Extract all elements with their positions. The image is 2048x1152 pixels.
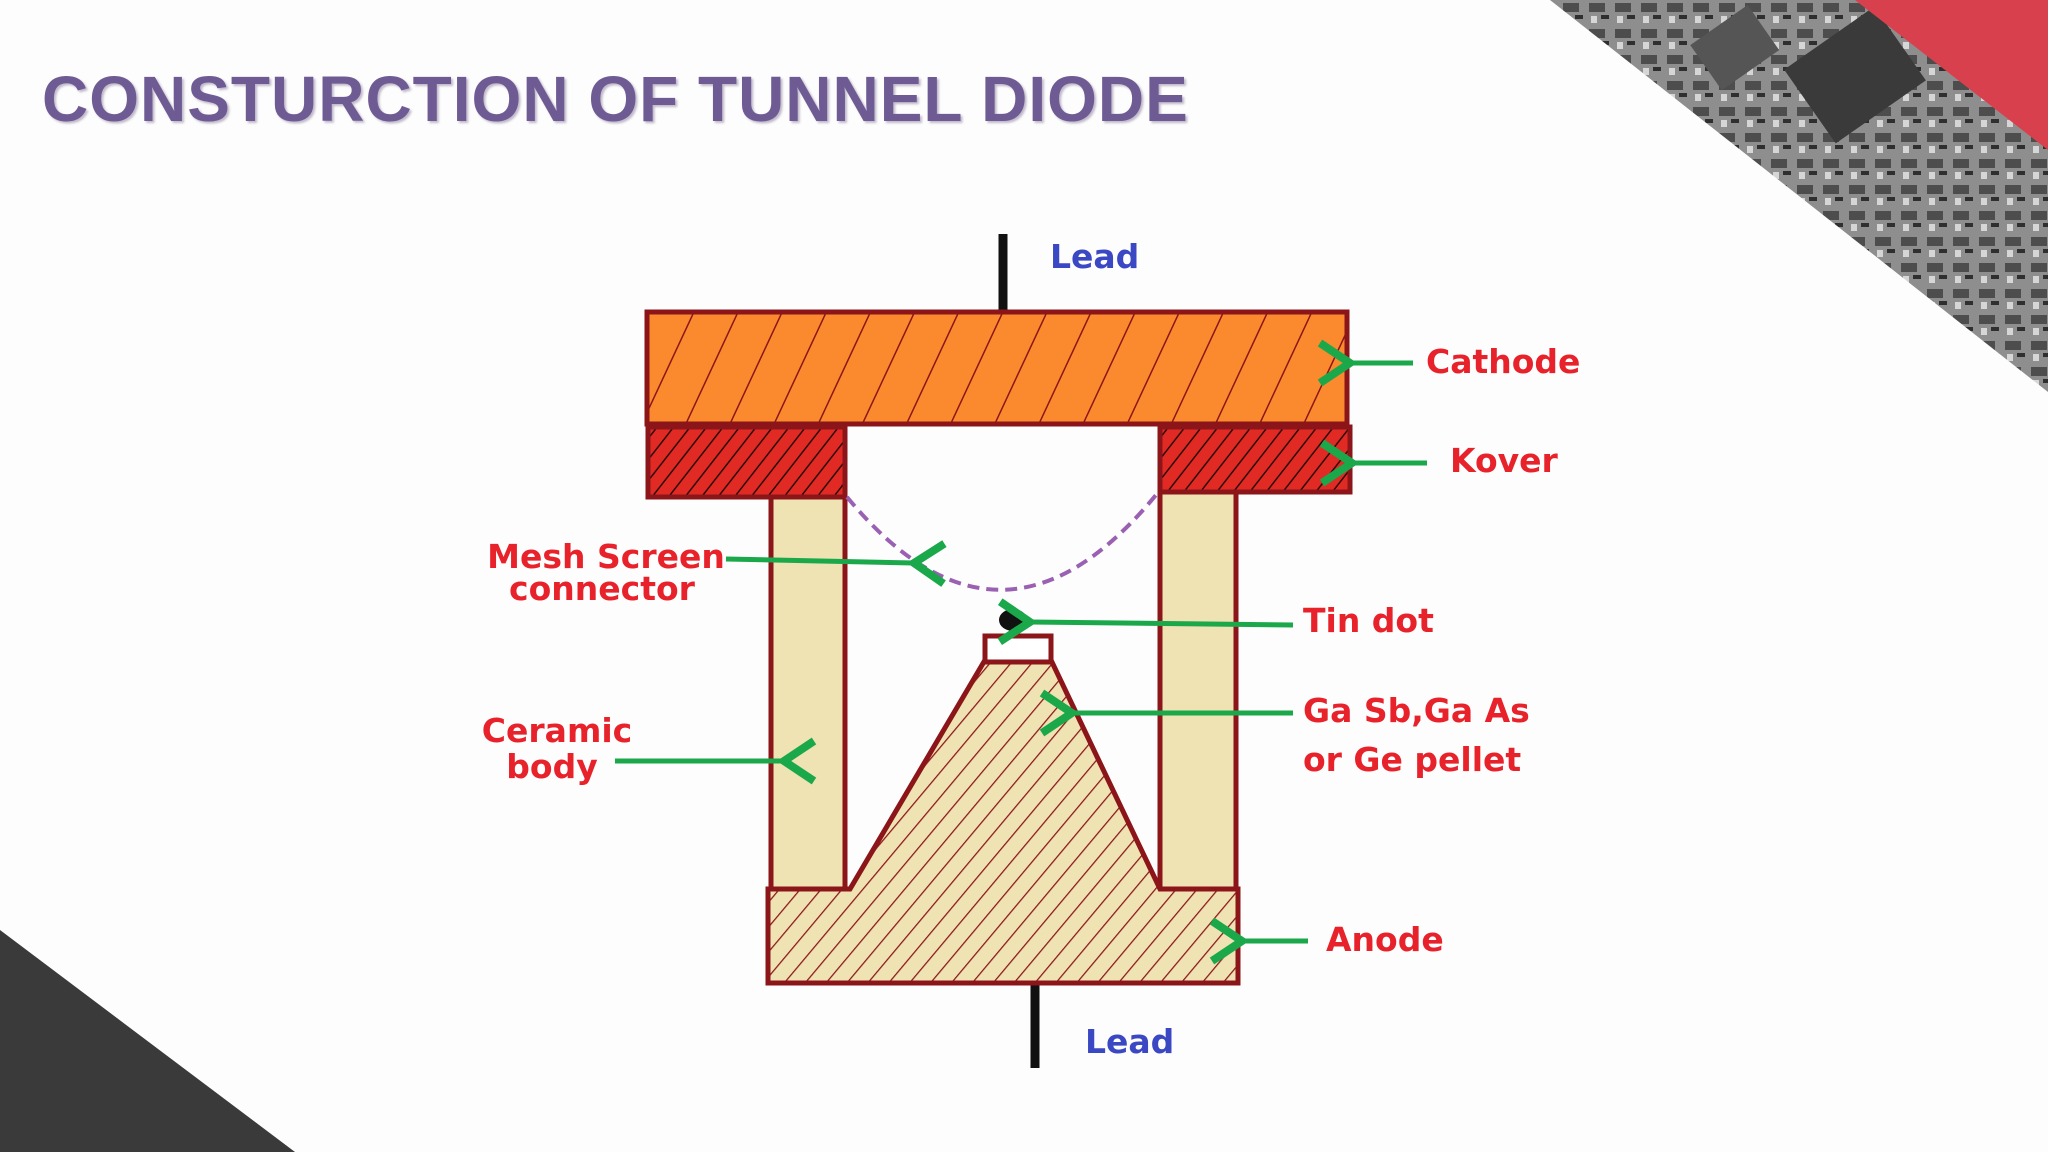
label-pellet-line1: Ga Sb,Ga As — [1303, 691, 1530, 730]
label-kover: Kover — [1450, 441, 1559, 480]
kover-left — [645, 424, 848, 500]
tin-dot — [999, 609, 1027, 631]
label-pellet-line2: or Ge pellet — [1303, 740, 1521, 779]
ceramic-pillar-right — [1157, 489, 1239, 892]
mesh-screen-curve — [845, 488, 1162, 592]
pellet-cap — [982, 633, 1054, 665]
dark-corner-decoration — [0, 930, 295, 1152]
label-lead-top: Lead — [1050, 237, 1139, 276]
arrow-tin-dot — [997, 598, 1294, 646]
label-ceramic-line2: body — [506, 747, 597, 786]
label-ceramic-line1: Ceramic — [482, 711, 632, 750]
anode-and-pellet — [765, 657, 1241, 986]
label-mesh-line2: connector — [509, 569, 696, 608]
ceramic-pillar-left — [768, 494, 848, 892]
arrow-mesh — [725, 540, 947, 587]
pointer-arrows — [615, 339, 1427, 965]
label-lead-bottom: Lead — [1085, 1022, 1174, 1061]
circuit-board-decoration — [1550, 0, 2048, 392]
label-mesh-line1: Mesh Screen — [487, 537, 725, 576]
label-tin-dot: Tin dot — [1303, 601, 1434, 640]
cathode-layer — [644, 309, 1350, 427]
label-anode: Anode — [1326, 920, 1444, 959]
kover-right — [1157, 424, 1353, 495]
slide-title: CONSTURCTION OF TUNNEL DIODE — [42, 63, 1189, 135]
label-cathode: Cathode — [1426, 342, 1580, 381]
